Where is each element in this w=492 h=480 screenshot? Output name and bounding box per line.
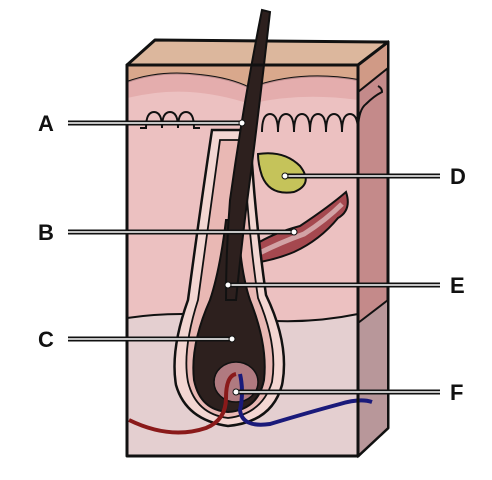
skin-block-outline <box>125 63 360 458</box>
dermal-papilla <box>213 361 259 403</box>
pointer-line-d <box>281 172 440 180</box>
label-d: D <box>450 164 466 189</box>
pointer-line-b <box>68 228 298 236</box>
pointer-line-c <box>68 335 236 343</box>
artery <box>128 372 237 435</box>
pointer-line-f <box>232 388 440 396</box>
sebaceous-gland <box>256 152 307 194</box>
dermal-papillae <box>140 85 384 133</box>
epidermis-lower-band <box>127 73 358 104</box>
vein <box>237 373 373 427</box>
label-c: C <box>38 327 54 352</box>
arrector-pili-muscle <box>238 190 349 266</box>
pointer-line-e <box>224 281 440 289</box>
pointer-line-a <box>68 119 246 127</box>
arrector-pili-highlight <box>248 202 344 261</box>
side-face-hypodermis <box>357 297 389 459</box>
label-f: F <box>450 380 463 405</box>
label-b: B <box>38 220 54 245</box>
label-e: E <box>450 273 465 298</box>
label-a: A <box>38 111 54 136</box>
hair-shaft <box>224 8 272 301</box>
